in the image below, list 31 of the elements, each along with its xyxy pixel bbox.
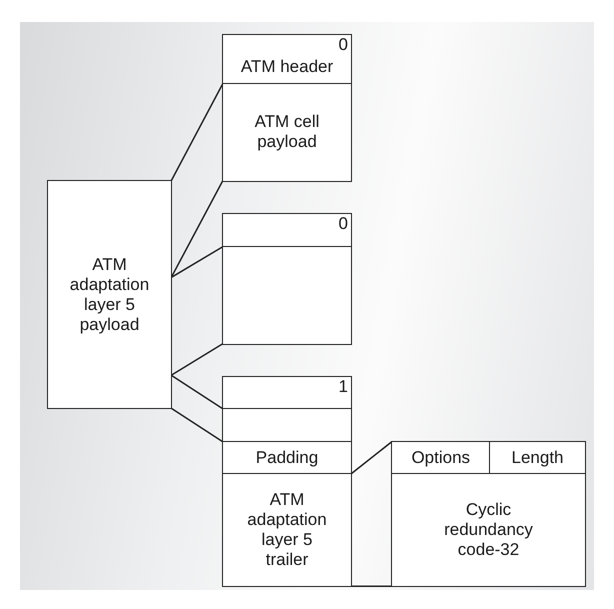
header-field: [222, 34, 352, 84]
field-label: Padding: [256, 448, 318, 468]
payload-field: [222, 246, 352, 344]
field-label: Length: [512, 448, 564, 468]
connector-line: [170, 408, 224, 442]
options-field: [391, 441, 490, 474]
connector-line: [350, 441, 392, 474]
field-label: Cyclic redundancy code-32: [443, 500, 534, 560]
payload-field: [222, 83, 352, 182]
trailer-field: [222, 473, 352, 587]
connector-line: [170, 343, 224, 376]
cell-number: 0: [338, 35, 348, 55]
cell-number: 1: [338, 377, 348, 397]
connector-line: [170, 374, 224, 410]
header-field: [222, 376, 352, 410]
length-field: [489, 441, 586, 474]
crc-field: [391, 473, 586, 587]
connector-line: [170, 83, 224, 182]
header-field: [222, 213, 352, 248]
payload-box: [47, 180, 172, 409]
padding-field: [222, 441, 352, 474]
field-label: Options: [411, 448, 470, 468]
field-label: ATM adaptation layer 5 payload: [68, 254, 150, 334]
field-label: ATM adaptation layer 5 trailer: [246, 490, 328, 570]
connector-line: [351, 586, 392, 587]
field-label: ATM cell payload: [254, 112, 320, 152]
cell-number: 0: [338, 214, 348, 234]
connector-line: [170, 246, 224, 278]
field-label: ATM header: [240, 57, 334, 78]
connector-line: [170, 180, 224, 278]
payload-field: [222, 408, 352, 442]
